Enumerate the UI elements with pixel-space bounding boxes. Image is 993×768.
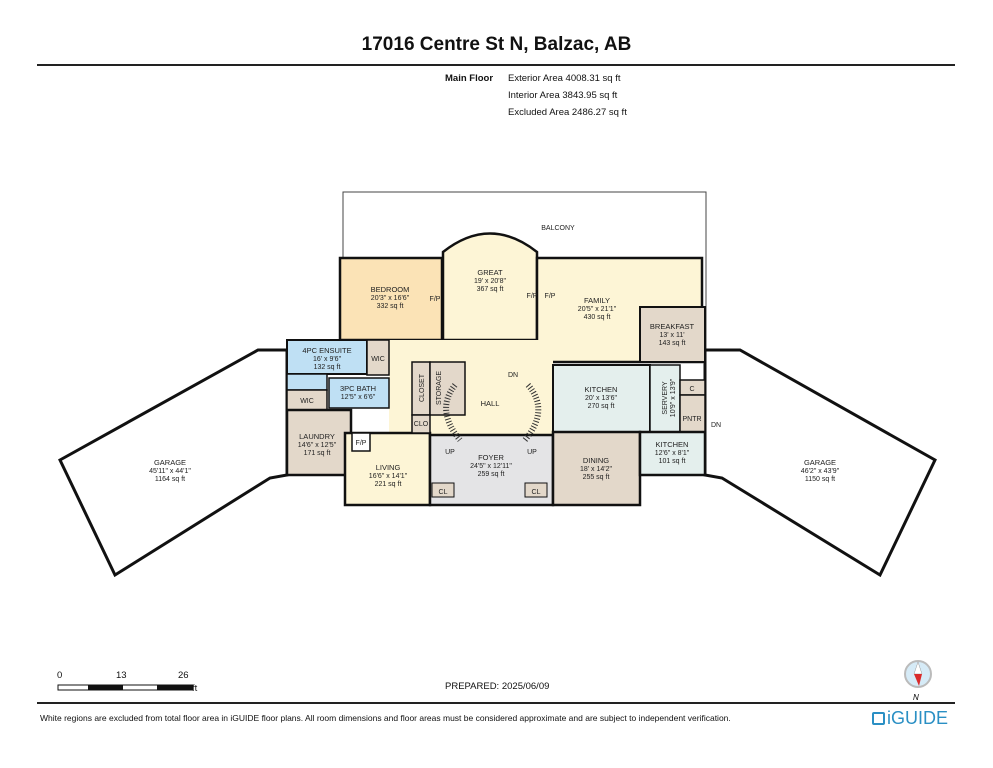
closet-foyer-right bbox=[524, 482, 548, 498]
room-dims: 24'5" x 12'11" bbox=[470, 463, 512, 470]
room-dims: 16'6" x 14'1" bbox=[369, 473, 408, 480]
stair-down-label: DN bbox=[711, 422, 721, 429]
storage bbox=[429, 361, 466, 416]
room-name: FAMILY bbox=[584, 296, 610, 305]
room-dims: 12'5" x 6'6" bbox=[341, 394, 376, 401]
room-name: 4PC ENSUITE bbox=[302, 346, 351, 355]
compass-north-label: N bbox=[913, 693, 919, 702]
page-title: 17016 Centre St N, Balzac, AB bbox=[361, 34, 632, 55]
cl-label: CL bbox=[532, 489, 541, 496]
scale-unit: ft bbox=[192, 683, 198, 694]
room-area: 221 sq ft bbox=[375, 481, 402, 488]
room-name: GARAGE bbox=[804, 458, 836, 467]
room-area: 430 sq ft bbox=[584, 314, 611, 321]
c-label: C bbox=[689, 386, 694, 393]
room-name: KITCHEN bbox=[585, 385, 618, 394]
scale-tick: 26 bbox=[178, 670, 189, 681]
room-area: 143 sq ft bbox=[659, 340, 686, 347]
wic-ensuite bbox=[366, 339, 390, 376]
brand-name: iGUIDE bbox=[887, 708, 949, 728]
room-name: BEDROOM bbox=[371, 285, 410, 294]
room-name: SERVERY bbox=[662, 381, 669, 415]
scale-bar bbox=[57, 684, 194, 691]
clo-label: CLO bbox=[414, 421, 429, 428]
room-dims: 46'2" x 43'9" bbox=[801, 468, 840, 475]
room-dims: 18' x 14'2" bbox=[580, 466, 613, 473]
excluded-area: Excluded Area 2486.27 sq ft bbox=[508, 107, 627, 118]
hall-label: HALL bbox=[481, 399, 500, 408]
closet-label: CLOSET bbox=[419, 373, 426, 402]
disclaimer: White regions are excluded from total fl… bbox=[40, 713, 731, 723]
room-name: BREAKFAST bbox=[650, 322, 695, 331]
closet-small bbox=[411, 414, 431, 434]
bath-3pc bbox=[328, 377, 390, 409]
stair-down-label: DN bbox=[508, 372, 518, 379]
room-dims: 12'6" x 8'1" bbox=[655, 450, 690, 457]
room-area: 132 sq ft bbox=[314, 364, 341, 371]
closet-foyer-left bbox=[431, 482, 455, 498]
room-area: 270 sq ft bbox=[588, 403, 615, 410]
room-dims: 45'11" x 44'1" bbox=[149, 468, 191, 475]
room-area: 171 sq ft bbox=[304, 450, 331, 457]
room-name: GARAGE bbox=[154, 458, 186, 467]
room-dims: 20'3" x 16'6" bbox=[371, 295, 410, 302]
room-dims: 19' x 20'8" bbox=[474, 278, 507, 285]
room-name: DINING bbox=[583, 456, 609, 465]
pantry-label: PNTR bbox=[682, 416, 701, 423]
room-name: KITCHEN bbox=[656, 440, 689, 449]
area-summary: Main Floor Exterior Area 4008.31 sq ft I… bbox=[445, 70, 627, 121]
scale-tick: 0 bbox=[57, 670, 63, 681]
room-name: FOYER bbox=[478, 453, 504, 462]
room-area: 332 sq ft bbox=[377, 303, 404, 310]
fp-label: F/P bbox=[356, 440, 367, 447]
balcony-outline bbox=[342, 191, 707, 350]
breakfast bbox=[639, 306, 706, 363]
interior-area: Interior Area 3843.95 sq ft bbox=[508, 90, 618, 101]
storage-label: STORAGE bbox=[436, 371, 443, 405]
room-labels: BEDROOM 20'3" x 16'6" 332 sq ft GREAT 19… bbox=[149, 268, 840, 496]
ensuite-shower bbox=[286, 373, 328, 391]
room-area: 255 sq ft bbox=[583, 474, 610, 481]
stair-right bbox=[522, 383, 542, 442]
room-dims: 16' x 9'6" bbox=[313, 356, 342, 363]
room-name: 3PC BATH bbox=[340, 384, 376, 393]
cl-label: CL bbox=[439, 489, 448, 496]
room-dims: 13' x 11' bbox=[659, 332, 684, 339]
room-name: LIVING bbox=[376, 463, 401, 472]
fp-label: F/P bbox=[430, 296, 441, 303]
kitchen-small bbox=[638, 430, 707, 477]
room-area: 259 sq ft bbox=[478, 471, 505, 478]
room-name: LAUNDRY bbox=[299, 432, 335, 441]
prepared-date: PREPARED: 2025/06/09 bbox=[445, 681, 550, 692]
iguide-logo: iGUIDE bbox=[872, 708, 948, 729]
room-area: 367 sq ft bbox=[477, 286, 504, 293]
exterior-area: Exterior Area 4008.31 sq ft bbox=[508, 73, 621, 84]
footer-divider bbox=[37, 702, 955, 704]
wic-label: WIC bbox=[300, 398, 314, 405]
stair-up-label: UP bbox=[445, 449, 455, 456]
stair-up-label: UP bbox=[527, 449, 537, 456]
fireplace-living bbox=[351, 432, 371, 452]
room-area: 1150 sq ft bbox=[805, 476, 835, 483]
camera-icon bbox=[872, 712, 885, 725]
wic-label: WIC bbox=[371, 356, 385, 363]
fp-label: F/P bbox=[545, 293, 556, 300]
scale-tick: 13 bbox=[116, 670, 127, 681]
floor-label: Main Floor bbox=[445, 73, 494, 84]
great-room bbox=[441, 232, 539, 342]
fp-label: F/P bbox=[527, 293, 538, 300]
room-dims: 10'9" x 13'9" bbox=[670, 378, 677, 417]
room-dims: 20' x 13'6" bbox=[585, 395, 618, 402]
room-dims: 14'6" x 12'5" bbox=[298, 442, 337, 449]
room-name: GREAT bbox=[477, 268, 503, 277]
room-area: 1164 sq ft bbox=[155, 476, 185, 483]
pantry bbox=[679, 394, 706, 433]
room-area: 101 sq ft bbox=[659, 458, 686, 465]
title-divider bbox=[37, 64, 955, 66]
room-dims: 20'5" x 21'1" bbox=[578, 306, 617, 313]
balcony-label: BALCONY bbox=[541, 225, 575, 232]
compass-icon bbox=[904, 660, 932, 688]
